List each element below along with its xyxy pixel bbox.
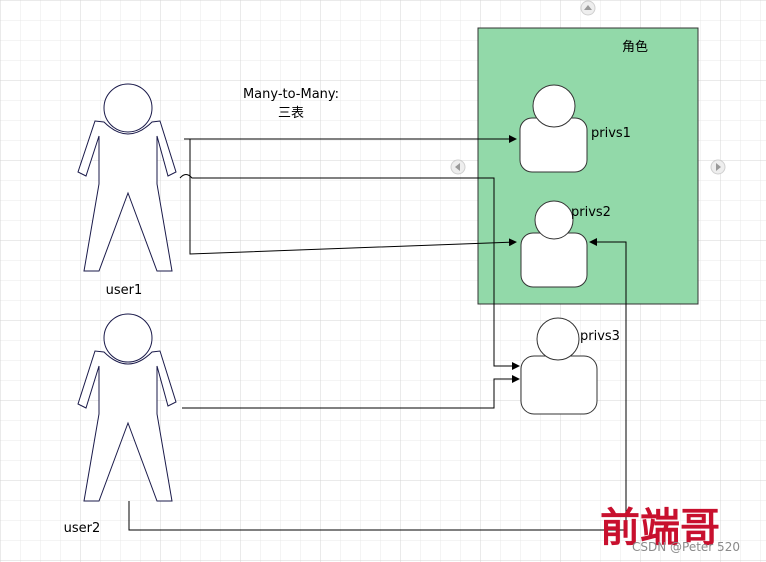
diagram-title: Many-to-Many: — [243, 87, 339, 102]
user1-label: user1 — [106, 283, 143, 298]
connector-user1-privs2[interactable] — [184, 138, 517, 255]
privs3-label: privs3 — [580, 329, 620, 344]
arrow-up-icon[interactable] — [580, 0, 596, 16]
role-group-box[interactable] — [477, 27, 699, 305]
connector-user2-privs2[interactable] — [128, 238, 627, 531]
privs3-actor-icon[interactable] — [520, 317, 598, 415]
watermark-credit: CSDN @Peter 520 — [632, 540, 740, 554]
connector-user2-privs3[interactable] — [182, 375, 520, 409]
watermark-text: 前端哥 — [600, 504, 720, 551]
user1-actor-icon[interactable] — [77, 83, 177, 272]
arrow-right-icon[interactable] — [710, 159, 726, 175]
privs2-actor-icon[interactable] — [520, 200, 588, 288]
arrow-left-icon[interactable] — [450, 159, 466, 175]
connector-user1-privs3[interactable] — [179, 174, 520, 370]
privs1-label: privs1 — [591, 126, 631, 141]
user2-actor-icon[interactable] — [77, 313, 177, 502]
privs1-actor-icon[interactable] — [519, 84, 588, 173]
user2-label: user2 — [64, 521, 101, 536]
role-group-label: 角色 — [622, 39, 648, 55]
diagram-subtitle: 三表 — [278, 106, 304, 121]
privs2-label: privs2 — [571, 205, 611, 220]
